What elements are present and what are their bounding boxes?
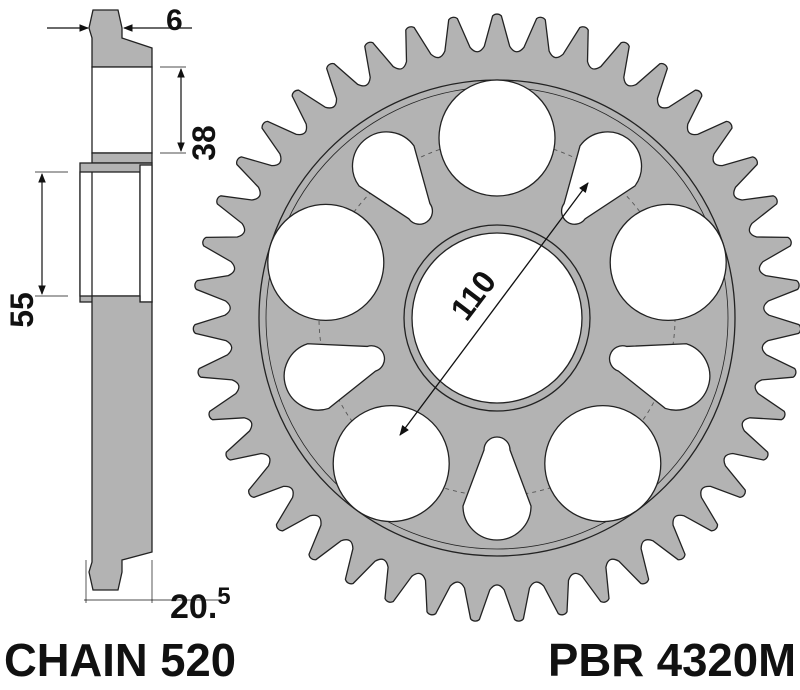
lightening-hole [267,203,385,322]
sprocket-front [192,13,800,622]
side-profile [88,9,153,68]
hole-diameter-label: 38 [186,125,222,161]
lightening-slot [608,343,711,411]
lightening-hole [609,203,727,322]
chain-size-label: CHAIN 520 [4,634,236,686]
lightening-hole [544,404,662,523]
dimension-lines [35,24,218,603]
thickness-label: 6 [166,4,183,37]
lightening-slot [462,436,532,541]
hub-width-label: 55 [4,292,40,328]
part-number-label: PBR 4320M [548,634,796,686]
side-lower-body [88,295,153,591]
lightening-slot [283,343,386,411]
offset-label: 20.5 [170,583,231,626]
bolt-circle-dimension [399,182,589,436]
side-view [79,9,153,591]
center-hole [411,232,583,404]
lightening-hole [332,404,450,523]
lightening-hole [438,79,556,197]
side-hole-gap [91,66,153,154]
